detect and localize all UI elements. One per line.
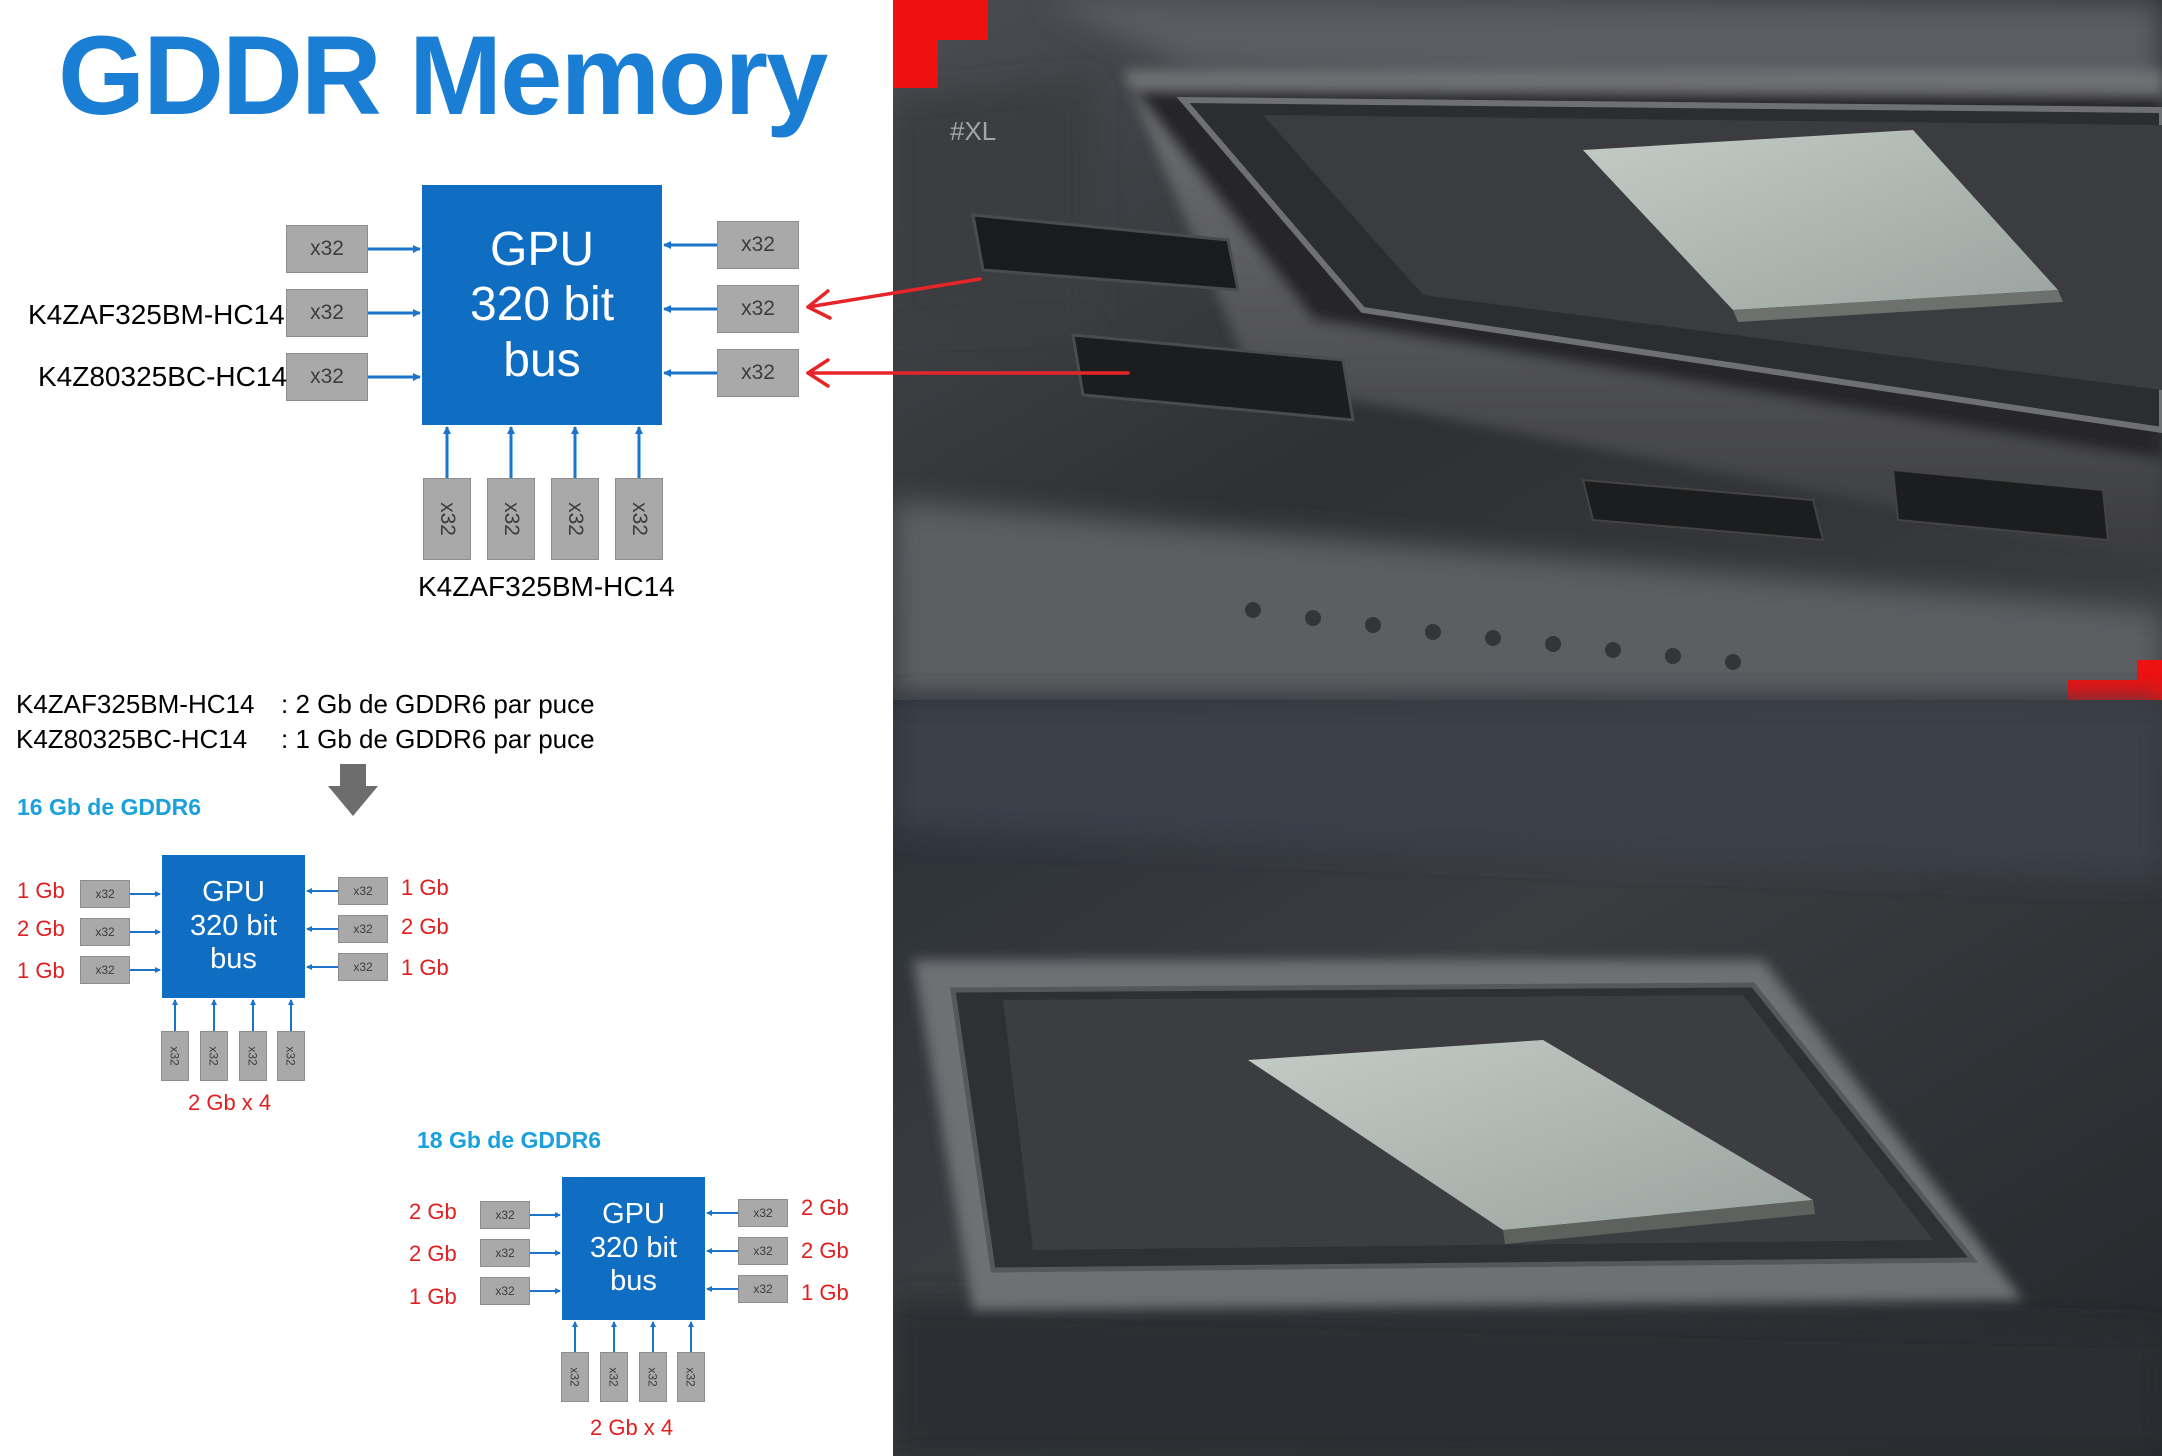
config-18gb-heading: 18 Gb de GDDR6 xyxy=(417,1127,602,1153)
memory-chip: x32 xyxy=(80,956,130,984)
gpu-block-main: GPU 320 bit bus xyxy=(422,185,662,425)
capacity-label: 1 Gb xyxy=(401,875,449,900)
memory-chip: x32 xyxy=(551,478,599,560)
memory-chip: x32 xyxy=(561,1352,589,1402)
capacity-label: 2 Gb xyxy=(409,1241,457,1266)
capacity-label: 2 Gb xyxy=(801,1238,849,1263)
watermark-text: #XL xyxy=(950,116,996,146)
memory-chip: x32 xyxy=(286,289,368,337)
capacity-label: 2 Gb xyxy=(801,1195,849,1220)
bus-width-label: 320 bit xyxy=(189,909,278,942)
memory-chip: x32 xyxy=(738,1275,788,1303)
memory-chip: x32 xyxy=(600,1352,628,1402)
memory-chip: x32 xyxy=(338,915,388,943)
spec-part-number: K4Z80325BC-HC14 xyxy=(16,724,248,754)
capacity-label: 1 Gb xyxy=(17,958,65,983)
memory-chip: x32 xyxy=(738,1199,788,1227)
part-number-label: K4Z80325BC-HC14 xyxy=(38,361,288,392)
memory-chip: x32 xyxy=(717,349,799,397)
part-number-label: K4ZAF325BM-HC14 xyxy=(418,571,675,602)
bus-label: bus xyxy=(610,1265,657,1298)
gpu-board-photo: #XL xyxy=(893,0,2162,1456)
memory-chip: x32 xyxy=(487,478,535,560)
memory-chip: x32 xyxy=(286,353,368,401)
memory-chip: x32 xyxy=(615,478,663,560)
capacity-label: 1 Gb xyxy=(401,955,449,980)
memory-chip: x32 xyxy=(80,918,130,946)
memory-chip: x32 xyxy=(338,877,388,905)
gpu-block-18gb: GPU 320 bit bus xyxy=(562,1177,705,1320)
capacity-label: 2 Gb xyxy=(409,1199,457,1224)
spec-part-number: K4ZAF325BM-HC14 xyxy=(16,689,255,719)
part-number-label: K4ZAF325BM-HC14 xyxy=(28,299,285,330)
spec-description: : 1 Gb de GDDR6 par puce xyxy=(281,724,595,754)
gpu-block-16gb: GPU 320 bit bus xyxy=(162,855,305,998)
gpu-label: GPU xyxy=(602,1198,665,1231)
memory-chip: x32 xyxy=(677,1352,705,1402)
memory-chip: x32 xyxy=(239,1031,267,1081)
memory-chip: x32 xyxy=(200,1031,228,1081)
capacity-label: 1 Gb xyxy=(17,878,65,903)
memory-chip: x32 xyxy=(639,1352,667,1402)
bus-width-label: 320 bit xyxy=(589,1231,678,1264)
memory-chip: x32 xyxy=(738,1237,788,1265)
capacity-label: 1 Gb xyxy=(801,1280,849,1305)
bus-label: bus xyxy=(210,943,257,976)
memory-chip: x32 xyxy=(717,285,799,333)
bus-label: bus xyxy=(503,333,581,387)
spec-description: : 2 Gb de GDDR6 par puce xyxy=(281,689,595,719)
memory-chip: x32 xyxy=(480,1277,530,1305)
gpu-label: GPU xyxy=(489,223,594,277)
memory-chip: x32 xyxy=(480,1239,530,1267)
memory-chip: x32 xyxy=(717,221,799,269)
gpu-label: GPU xyxy=(202,876,265,909)
capacity-label: 2 Gb xyxy=(401,914,449,939)
capacity-label: 1 Gb xyxy=(409,1284,457,1309)
page-title: GDDR Memory xyxy=(58,13,828,138)
config-16gb-heading: 16 Gb de GDDR6 xyxy=(17,794,202,820)
memory-chip: x32 xyxy=(161,1031,189,1081)
memory-chip: x32 xyxy=(423,478,471,560)
bus-width-label: 320 bit xyxy=(469,278,615,332)
memory-chip: x32 xyxy=(277,1031,305,1081)
capacity-label: 2 Gb x 4 xyxy=(590,1415,674,1440)
memory-chip: x32 xyxy=(480,1201,530,1229)
capacity-label: 2 Gb x 4 xyxy=(188,1090,272,1115)
memory-chip: x32 xyxy=(338,953,388,981)
down-arrow-icon xyxy=(328,764,378,816)
memory-chip: x32 xyxy=(286,225,368,273)
capacity-label: 2 Gb xyxy=(17,916,65,941)
memory-chip: x32 xyxy=(80,880,130,908)
